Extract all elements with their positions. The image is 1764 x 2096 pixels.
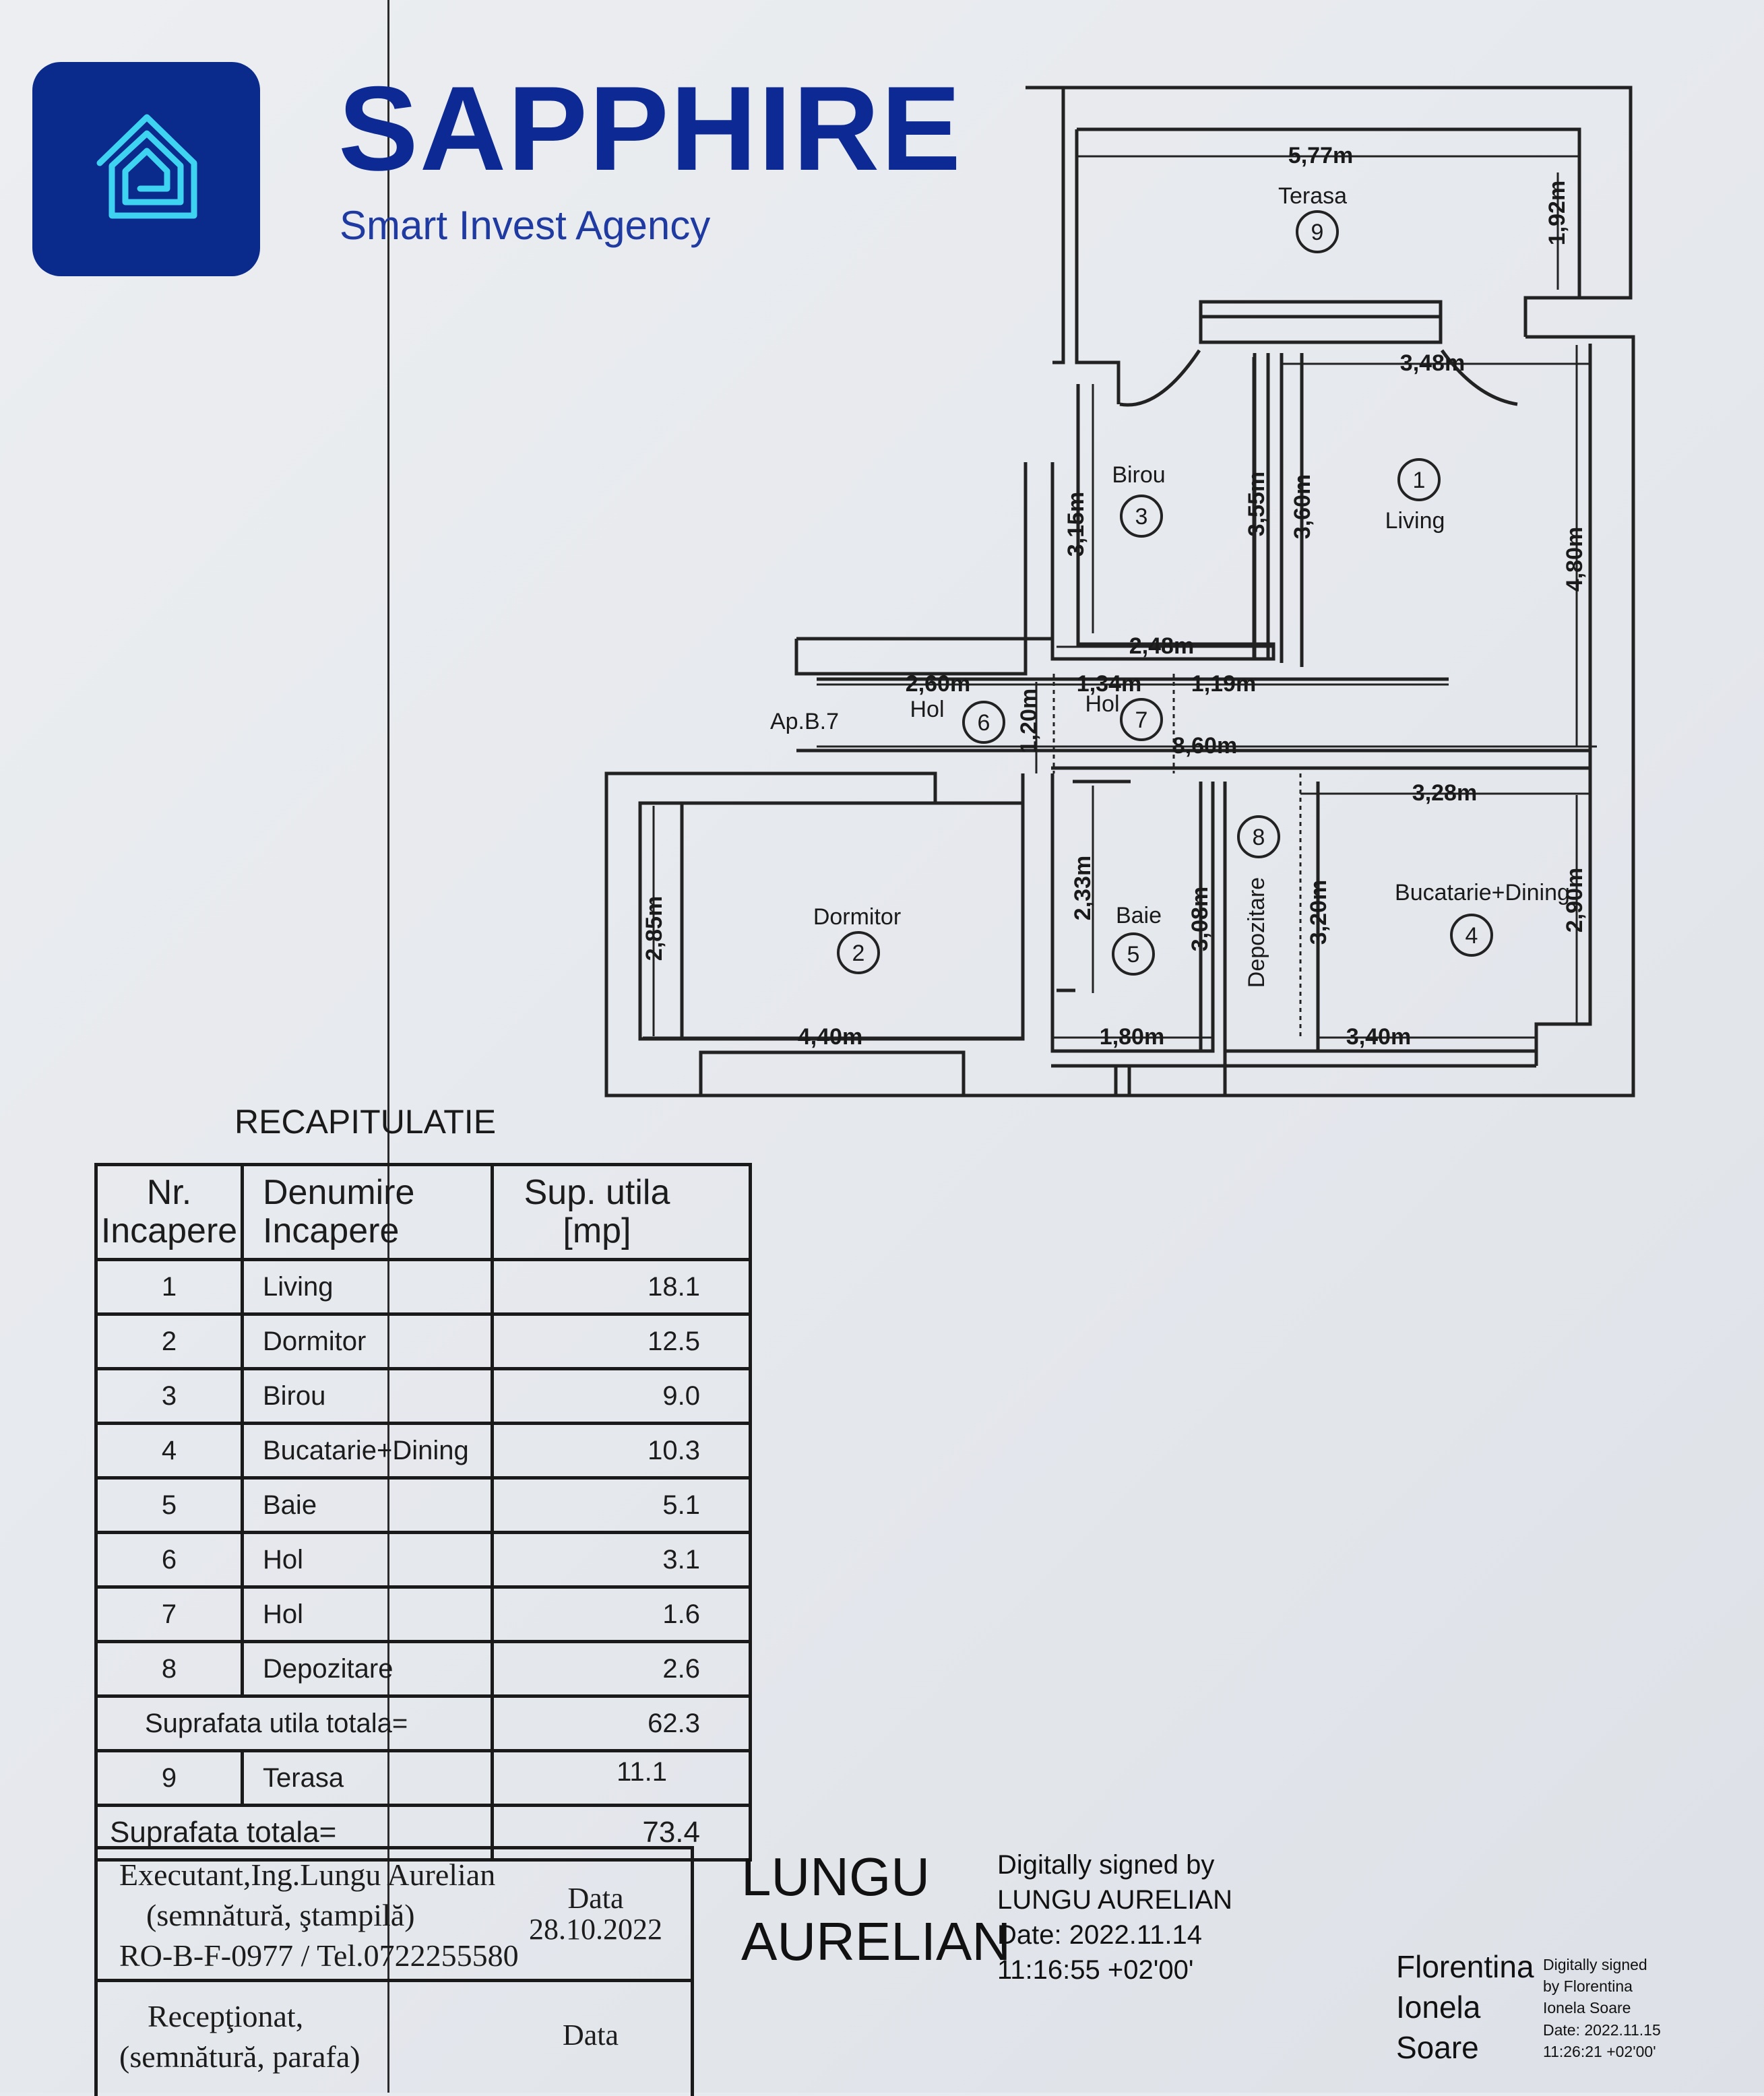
- executant-text: Executant,Ing.Lungu Aurelian (semnătură,…: [119, 1857, 519, 1973]
- room-number: 5: [1127, 942, 1140, 967]
- room-name: Terasa: [1278, 183, 1347, 209]
- room-name: Baie: [1116, 903, 1162, 928]
- room-marker: [1112, 932, 1155, 976]
- room-number: 8: [1253, 825, 1265, 850]
- received-date-label: Data: [563, 2019, 619, 2052]
- dimension-label: 8,60m: [1172, 733, 1237, 759]
- apartment-label: Ap.B.7: [770, 709, 839, 734]
- room-name: Hol: [1085, 691, 1119, 717]
- header-sup: Sup. utila [mp]: [491, 1163, 752, 1261]
- table-row: 1 Living 18.1: [94, 1258, 752, 1316]
- grand-total-label: Suprafata totala=: [94, 1804, 494, 1862]
- room-number: 2: [852, 941, 865, 966]
- room-name: Birou: [1112, 462, 1165, 488]
- paper-fold-line: [387, 0, 389, 2093]
- table-header-row: Nr. Incapere Denumire Incapere Sup. util…: [94, 1163, 752, 1261]
- brand-tagline: Smart Invest Agency: [340, 203, 711, 248]
- dimension-label: 2,48m: [1129, 633, 1194, 659]
- room-marker: [1450, 914, 1493, 957]
- divider: [98, 1979, 691, 1982]
- header-name: Denumire Incapere: [241, 1163, 494, 1261]
- wall: [1052, 88, 1065, 364]
- dimension-label: 1,19m: [1191, 671, 1256, 697]
- recap-title: RECAPITULATIE: [234, 1103, 497, 1141]
- room-marker: [1237, 815, 1280, 858]
- useful-total-value: 62.3: [491, 1694, 752, 1752]
- table-row: 5 Baie 5.1: [94, 1476, 752, 1534]
- room-number: 3: [1135, 504, 1148, 530]
- executant-block: Executant,Ing.Lungu Aurelian (semnătură,…: [94, 1846, 694, 2096]
- useful-total-label: Suprafata utila totala=: [94, 1694, 494, 1752]
- dimension-label: 2,33m: [1070, 856, 1096, 920]
- room-marker: [962, 701, 1005, 744]
- room-name: Living: [1385, 508, 1445, 534]
- dimension-label: 3,28m: [1412, 780, 1477, 806]
- recap-table: Nr. Incapere Denumire Incapere Sup. util…: [94, 1163, 752, 1862]
- received-text: Recepţionat, (semnătură, parafa): [119, 1999, 360, 2074]
- door-arc: [1119, 349, 1201, 407]
- room-name: Bucatarie+Dining: [1395, 880, 1570, 906]
- wall: [794, 462, 1028, 676]
- wall: [1026, 86, 1633, 337]
- table-row: 8 Depozitare 2.6: [94, 1640, 752, 1698]
- table-row: 2 Dormitor 12.5: [94, 1312, 752, 1370]
- dimension-label: 3,40m: [1346, 1024, 1411, 1050]
- wall: [1050, 384, 1275, 661]
- wall: [1077, 127, 1581, 296]
- room-number: 7: [1135, 707, 1148, 733]
- floor-plan: 9 Terasa 1 Living 3 Birou 6 Hol 7 Hol 8 …: [604, 86, 1635, 1098]
- header-nr: Nr. Incapere: [94, 1163, 244, 1261]
- dimension-label: 3,55m: [1244, 472, 1269, 536]
- table-row: 4 Bucatarie+Dining 10.3: [94, 1422, 752, 1480]
- terrace-sup-value: 11.1: [617, 1757, 667, 1787]
- dimension-label: 3,60m: [1290, 474, 1315, 539]
- dimension-label: 3,20m: [1306, 880, 1331, 945]
- useful-total-row: Suprafata utila totala= 62.3: [94, 1694, 752, 1752]
- room-marker: [1120, 495, 1163, 538]
- brand-logo: [32, 62, 260, 276]
- brand-name: SAPPHIRE: [338, 61, 962, 195]
- dimension-label: 4,80m: [1562, 527, 1587, 592]
- dimension-label: 3,48m: [1400, 350, 1465, 376]
- dimension-label: 1,92m: [1544, 181, 1570, 245]
- door-arc: [1440, 349, 1518, 406]
- wall: [1534, 344, 1592, 1066]
- dimension-label: 5,77m: [1288, 143, 1353, 168]
- room-marker: [1397, 458, 1441, 501]
- dimension-label: 2,60m: [906, 671, 970, 697]
- room-name: Hol: [910, 697, 944, 722]
- room-name: Depozitare: [1244, 877, 1269, 988]
- executant-date: Data 28.10.2022: [529, 1882, 662, 1946]
- grand-total-value: 73.4: [491, 1804, 752, 1862]
- room-number: 6: [978, 710, 990, 736]
- terrace-row: 9 Terasa: [94, 1749, 752, 1807]
- dimension-label: 1,20m: [1016, 689, 1042, 753]
- dimension-label: 3,15m: [1063, 492, 1089, 557]
- grand-total-row: Suprafata totala= 73.4: [94, 1804, 752, 1862]
- table-row: 3 Birou 9.0: [94, 1367, 752, 1425]
- dimension-label: 2,90m: [1562, 868, 1587, 932]
- wall: [1075, 129, 1121, 404]
- room-marker: [1120, 698, 1163, 741]
- table-row: 7 Hol 1.6: [94, 1585, 752, 1643]
- room-name: Dormitor: [813, 904, 901, 930]
- signature-name-lungu: LUNGU AURELIAN: [741, 1847, 1011, 1971]
- signature-info-lungu: Digitally signed by LUNGU AURELIAN Date:…: [997, 1850, 1232, 1985]
- dimension-label: 2,85m: [641, 896, 667, 961]
- dimension-label: 1,80m: [1100, 1024, 1164, 1050]
- room-number: 4: [1466, 923, 1478, 949]
- signature-info-soare: Digitally signed by Florentina Ionela So…: [1543, 1956, 1661, 2060]
- wall: [604, 335, 1635, 1098]
- table-row: 6 Hol 3.1: [94, 1531, 752, 1589]
- dimension-label: 3,08m: [1187, 887, 1213, 951]
- room-marker: [1296, 210, 1339, 253]
- house-icon: [96, 114, 197, 219]
- signature-name-soare: Florentina Ionela Soare: [1396, 1949, 1534, 2065]
- room-number: 1: [1413, 468, 1426, 493]
- dimension-label: 4,40m: [798, 1024, 862, 1050]
- room-number: 9: [1311, 220, 1324, 245]
- terrace-beam: [1199, 300, 1443, 344]
- room-marker: [837, 931, 880, 974]
- dimension-label: 1,34m: [1077, 671, 1141, 697]
